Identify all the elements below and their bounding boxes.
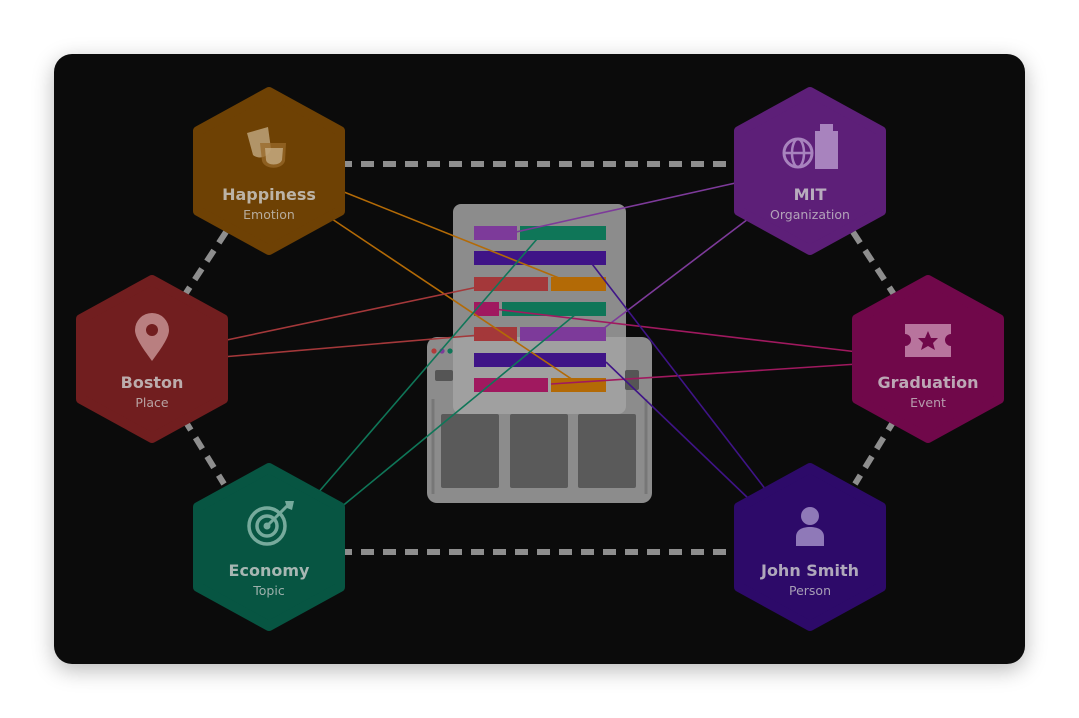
text-highlight [474, 327, 517, 341]
target-arrow-icon [247, 501, 294, 546]
connector-line [339, 313, 577, 509]
window-panel [441, 414, 499, 488]
text-highlight [551, 378, 606, 392]
text-highlight [474, 353, 606, 367]
node-subtitle: Organization [770, 207, 850, 222]
dashed-ring [181, 161, 898, 555]
window-dot [431, 348, 437, 354]
node-title: Happiness [222, 185, 316, 204]
window-dot [447, 348, 453, 354]
node-title: Boston [121, 373, 184, 392]
text-highlight [474, 378, 548, 392]
ring-lower-right-edge [852, 417, 898, 486]
node-subtitle: Place [135, 395, 169, 410]
node-boston[interactable]: Boston Place [76, 275, 228, 443]
node-john-smith[interactable]: John Smith Person [734, 463, 886, 631]
connector-line [588, 259, 767, 491]
hexagon [193, 463, 345, 631]
diagram-card: Happiness Emotion MIT Organization Bosto… [54, 54, 1025, 664]
node-mit[interactable]: MIT Organization [734, 87, 886, 255]
text-highlight [474, 226, 517, 240]
ring-lower-left-edge [181, 417, 227, 486]
text-highlight [520, 327, 606, 341]
hexagon [852, 275, 1004, 443]
node-title: MIT [794, 185, 827, 204]
text-highlight [551, 277, 606, 291]
node-happiness[interactable]: Happiness Emotion [193, 87, 345, 255]
ring-upper-left-edge [181, 230, 229, 298]
ring-upper-right-edge [850, 230, 898, 298]
person-icon [796, 507, 824, 546]
connector-line [550, 363, 859, 385]
hexagon [734, 463, 886, 631]
hexagon [193, 87, 345, 255]
document-illustration [427, 204, 652, 503]
connector-line [605, 361, 751, 501]
node-graduation[interactable]: Graduation Event [852, 275, 1004, 443]
text-highlight [474, 277, 548, 291]
connector-line [338, 189, 575, 285]
globe-building-icon [782, 124, 838, 169]
node-title: Economy [229, 561, 310, 580]
connector-line [328, 216, 580, 385]
theater-masks-icon [247, 127, 286, 168]
connector-lines [221, 181, 859, 509]
window-slot [435, 370, 453, 381]
node-economy[interactable]: Economy Topic [193, 463, 345, 631]
node-subtitle: Emotion [243, 207, 295, 222]
connector-line [316, 238, 538, 495]
text-highlight [474, 251, 606, 265]
node-subtitle: Event [910, 395, 946, 410]
knowledge-graph-diagram: Happiness Emotion MIT Organization Bosto… [76, 87, 1004, 631]
text-highlight [502, 302, 606, 316]
node-subtitle: Person [789, 583, 831, 598]
map-pin-icon [135, 313, 169, 361]
text-highlight [520, 226, 606, 240]
window-slot [625, 370, 639, 390]
window-panel [578, 414, 636, 488]
connector-line [493, 308, 859, 353]
node-title: John Smith [760, 561, 859, 580]
connector-line [221, 333, 493, 358]
window-panel [510, 414, 568, 488]
ticket-star-icon [905, 324, 951, 357]
hexagon [734, 87, 886, 255]
connector-line [515, 181, 741, 233]
connector-line [221, 283, 493, 342]
node-title: Graduation [878, 373, 979, 392]
node-subtitle: Topic [252, 583, 285, 598]
connector-line [598, 215, 753, 333]
